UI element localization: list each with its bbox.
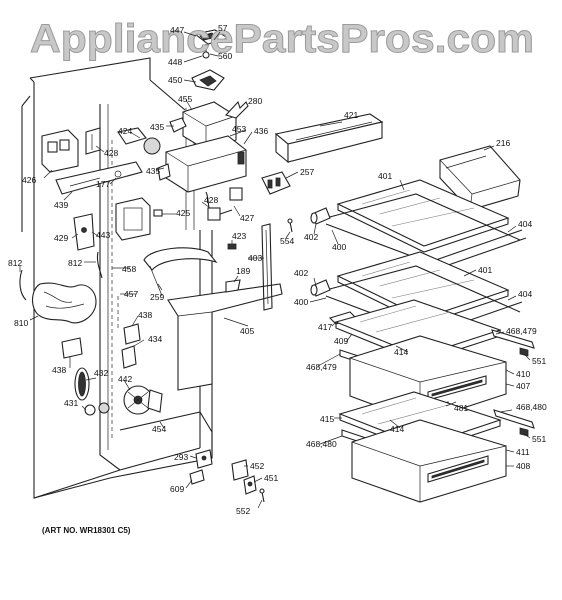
part-label[interactable]: 410 bbox=[516, 369, 530, 379]
part-label[interactable]: 403 bbox=[248, 253, 262, 263]
part-label[interactable]: 428 bbox=[204, 195, 218, 205]
part-label[interactable]: 435 bbox=[150, 122, 164, 132]
part-label[interactable]: 481 bbox=[454, 403, 468, 413]
part-label[interactable]: 402 bbox=[304, 232, 318, 242]
part-label[interactable]: 415 bbox=[320, 414, 334, 424]
bottom-hardware bbox=[189, 449, 265, 503]
part-label[interactable]: 609 bbox=[170, 484, 184, 494]
part-label[interactable]: 450 bbox=[168, 75, 182, 85]
part-label[interactable]: 560 bbox=[218, 51, 232, 61]
part-label[interactable]: 457 bbox=[124, 289, 138, 299]
part-label[interactable]: 428 bbox=[104, 148, 118, 158]
part-label[interactable]: 442 bbox=[118, 374, 132, 384]
part-label[interactable]: 554 bbox=[280, 236, 294, 246]
part-label[interactable]: 551 bbox=[532, 356, 546, 366]
part-label[interactable]: 216 bbox=[496, 138, 510, 148]
part-label[interactable]: 435 bbox=[146, 166, 160, 176]
part-label[interactable]: 468,480 bbox=[516, 402, 547, 412]
part-label[interactable]: 436 bbox=[254, 126, 268, 136]
glass-shelves bbox=[310, 179, 527, 335]
part-label[interactable]: 454 bbox=[152, 424, 166, 434]
crisper-drawer-lower bbox=[351, 419, 507, 503]
part-label[interactable]: 426 bbox=[22, 175, 36, 185]
fan-cover-center bbox=[143, 171, 293, 391]
part-label[interactable]: 552 bbox=[236, 506, 250, 516]
part-label[interactable]: 451 bbox=[264, 473, 278, 483]
part-label[interactable]: 455 bbox=[178, 94, 192, 104]
part-label[interactable]: 408 bbox=[516, 461, 530, 471]
part-label[interactable]: 401 bbox=[378, 171, 392, 181]
part-label[interactable]: 432 bbox=[94, 368, 108, 378]
part-label[interactable]: 452 bbox=[250, 461, 264, 471]
part-label[interactable]: 407 bbox=[516, 381, 530, 391]
part-label[interactable]: 453 bbox=[232, 124, 246, 134]
part-label[interactable]: 400 bbox=[332, 242, 346, 252]
part-label[interactable]: 189 bbox=[236, 266, 250, 276]
part-label[interactable]: 468,479 bbox=[306, 362, 337, 372]
part-label[interactable]: 259 bbox=[150, 292, 164, 302]
top-cover-421 bbox=[274, 113, 384, 164]
part-label[interactable]: 417 bbox=[318, 322, 332, 332]
part-label[interactable]: 439 bbox=[54, 200, 68, 210]
part-label[interactable]: 458 bbox=[122, 264, 136, 274]
part-label[interactable]: 434 bbox=[148, 334, 162, 344]
part-label[interactable]: 810 bbox=[14, 318, 28, 328]
part-label[interactable]: 414 bbox=[390, 424, 404, 434]
part-label[interactable]: 404 bbox=[518, 289, 532, 299]
leader-lines bbox=[19, 31, 531, 509]
part-label[interactable]: 293 bbox=[174, 452, 188, 462]
watermark: AppliancePartsPros.com bbox=[30, 17, 534, 61]
part-label[interactable]: 448 bbox=[168, 57, 182, 67]
part-label[interactable]: 409 bbox=[334, 336, 348, 346]
part-label[interactable]: 812 bbox=[8, 258, 22, 268]
control-parts-left bbox=[19, 117, 187, 416]
air-duct bbox=[165, 100, 249, 193]
part-label[interactable]: 177 bbox=[96, 179, 110, 189]
part-label[interactable]: 438 bbox=[138, 310, 152, 320]
part-label[interactable]: 257 bbox=[300, 167, 314, 177]
part-label[interactable]: 404 bbox=[518, 219, 532, 229]
part-label[interactable]: 812 bbox=[68, 258, 82, 268]
part-label[interactable]: 401 bbox=[478, 265, 492, 275]
part-labels: 447 57 560 448 450 455 280 421 424 435 4… bbox=[8, 23, 547, 516]
part-label[interactable]: 280 bbox=[248, 96, 262, 106]
part-label[interactable]: 468,479 bbox=[506, 326, 537, 336]
part-label[interactable]: 427 bbox=[240, 213, 254, 223]
part-label[interactable]: 447 bbox=[170, 25, 184, 35]
part-label[interactable]: 402 bbox=[294, 268, 308, 278]
part-label[interactable]: 438 bbox=[52, 365, 66, 375]
part-label[interactable]: 400 bbox=[294, 297, 308, 307]
part-label[interactable]: 57 bbox=[218, 23, 228, 33]
damper-assembly bbox=[191, 29, 230, 91]
part-label[interactable]: 425 bbox=[176, 208, 190, 218]
part-label[interactable]: 411 bbox=[516, 447, 530, 457]
part-label[interactable]: 429 bbox=[54, 233, 68, 243]
part-label[interactable]: 423 bbox=[232, 231, 246, 241]
part-label[interactable]: 421 bbox=[344, 110, 358, 120]
part-label[interactable]: 443 bbox=[96, 230, 110, 240]
part-label[interactable]: 431 bbox=[64, 398, 78, 408]
part-label[interactable]: 414 bbox=[394, 347, 408, 357]
part-label[interactable]: 551 bbox=[532, 434, 546, 444]
part-label[interactable]: 424 bbox=[118, 126, 132, 136]
part-label[interactable]: 405 bbox=[240, 326, 254, 336]
part-label[interactable]: 468,480 bbox=[306, 439, 337, 449]
art-number: (ART NO. WR18301 C5) bbox=[42, 526, 131, 535]
shelf-bin-216 bbox=[439, 145, 521, 211]
